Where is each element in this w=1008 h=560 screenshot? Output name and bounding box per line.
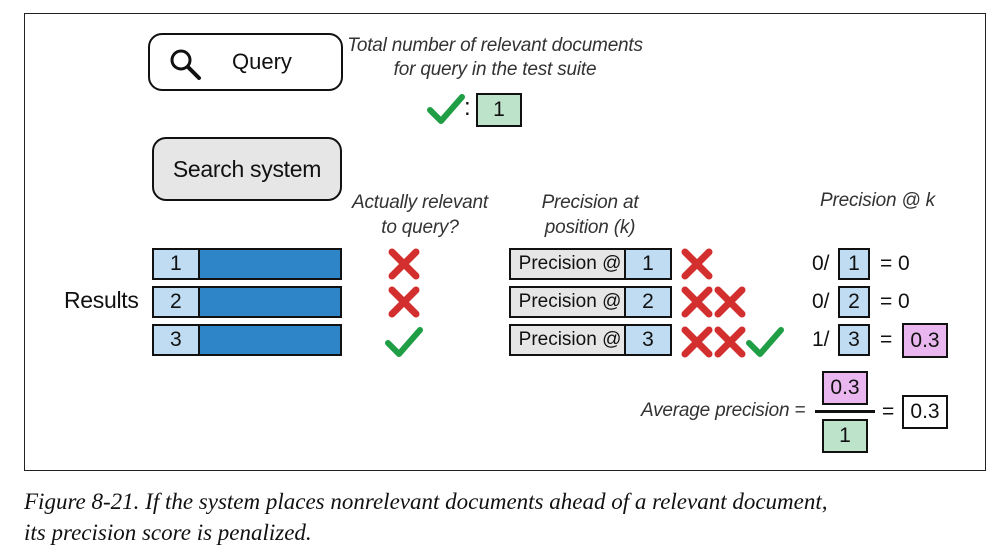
numerator: 0/ xyxy=(812,290,830,313)
result-value: 0.3 xyxy=(902,323,948,358)
relevant-total-label-line2: for query in the test suite xyxy=(393,59,597,80)
result-row-3: 3 xyxy=(152,324,342,356)
relevant-header: Actually relevant to query? xyxy=(340,190,500,240)
precision-label: Precision @ xyxy=(518,253,622,274)
relevant-total-label-line1: Total number of relevant documents xyxy=(347,35,643,56)
precision-at-header-line1: Precision at xyxy=(541,192,639,213)
average-precision-label: Average precision = xyxy=(641,400,806,421)
equals: = xyxy=(882,400,895,423)
colon: : xyxy=(464,94,471,121)
precision-box-3: Precision @ 3 xyxy=(509,324,672,356)
precision-k: 2 xyxy=(624,288,670,316)
search-system-box: Search system xyxy=(152,137,342,201)
check-icon xyxy=(746,327,784,357)
equals: = xyxy=(880,328,893,351)
result-value: 0 xyxy=(898,290,910,313)
denominator: 2 xyxy=(838,286,870,318)
relevant-total-value: 1 xyxy=(476,93,522,127)
result-rank: 1 xyxy=(154,250,200,278)
relevant-total-label: Total number of relevant documents for q… xyxy=(340,34,650,82)
cross-icon xyxy=(714,326,746,358)
result-row-1: 1 xyxy=(152,248,342,280)
cross-icon xyxy=(714,286,746,318)
denominator: 1 xyxy=(838,248,870,280)
search-system-label: Search system xyxy=(172,156,322,182)
cross-icon xyxy=(388,286,420,318)
precision-at-header: Precision at position (k) xyxy=(520,190,660,240)
result-row-2: 2 xyxy=(152,286,342,318)
check-icon xyxy=(385,327,423,357)
fraction-bar xyxy=(815,410,875,413)
precision-box-1: Precision @ 1 xyxy=(509,248,672,280)
precision-label: Precision @ xyxy=(518,291,622,312)
search-icon xyxy=(170,49,201,80)
cross-icon xyxy=(681,286,713,318)
precision-box-2: Precision @ 2 xyxy=(509,286,672,318)
result-rank: 3 xyxy=(154,326,200,354)
result-rank: 2 xyxy=(154,288,200,316)
query-label: Query xyxy=(232,49,292,74)
relevant-header-line2: to query? xyxy=(381,217,459,238)
equals: = xyxy=(880,252,893,275)
cross-icon xyxy=(681,326,713,358)
caption-line2: its precision score is penalized. xyxy=(24,520,312,545)
figure-caption: Figure 8-21. If the system places nonrel… xyxy=(24,486,994,548)
precision-k-header: Precision @ k xyxy=(820,190,935,211)
precision-k: 1 xyxy=(624,250,670,278)
average-denominator: 1 xyxy=(822,419,868,453)
check-icon xyxy=(427,94,465,124)
query-box: Query xyxy=(148,33,343,91)
precision-k: 3 xyxy=(624,326,670,354)
result-value: 0 xyxy=(898,252,910,275)
precision-label: Precision @ xyxy=(518,329,622,350)
numerator: 1/ xyxy=(812,328,830,351)
results-label: Results xyxy=(64,287,139,313)
denominator: 3 xyxy=(838,324,870,356)
average-result: 0.3 xyxy=(902,395,948,429)
cross-icon xyxy=(681,248,713,280)
relevant-header-line1: Actually relevant xyxy=(351,192,488,213)
precision-at-header-line2: position (k) xyxy=(544,217,636,238)
caption-line1: Figure 8-21. If the system places nonrel… xyxy=(24,489,828,514)
equals: = xyxy=(880,290,893,313)
numerator: 0/ xyxy=(812,252,830,275)
cross-icon xyxy=(388,248,420,280)
average-numerator: 0.3 xyxy=(822,371,868,405)
